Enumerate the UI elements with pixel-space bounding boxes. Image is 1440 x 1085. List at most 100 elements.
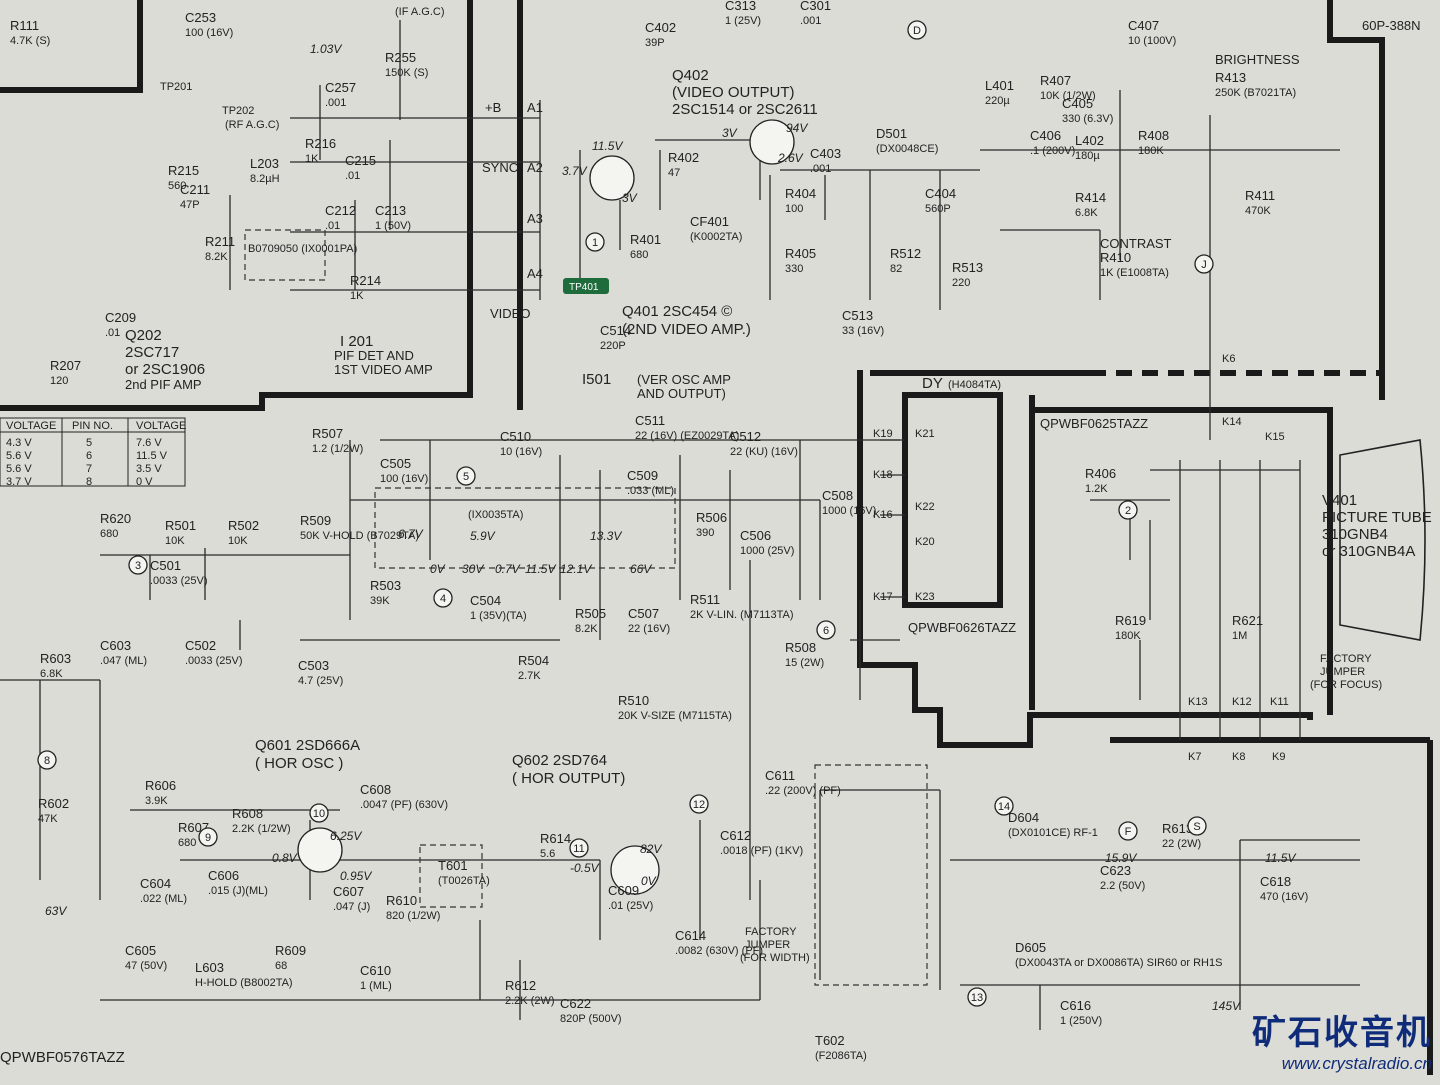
component-ref-35: R414 (1075, 190, 1106, 205)
component-value-24: 330 (785, 263, 803, 275)
component-value-38: 250K (B7021TA) (1215, 87, 1296, 99)
component-value-93: (DX0043TA or DX0086TA) SIR60 or RH1S (1015, 957, 1222, 969)
component-ref-25: D501 (876, 126, 907, 141)
component-value-94: 1 (250V) (1060, 1015, 1102, 1027)
watermark-title: 矿石收音机 (1252, 1005, 1432, 1054)
q402-line-1: Q402 (672, 67, 709, 84)
component-value-89: (DX0101CE) RF-1 (1008, 827, 1098, 839)
component-ref-87: R508 (785, 640, 816, 655)
voltage-17: 0.8V (272, 851, 298, 865)
component-ref-92: C618 (1260, 874, 1291, 889)
component-value-17: 120 (50, 375, 68, 387)
component-value-80: .01 (25V) (608, 900, 653, 912)
connector-k-1: K18 (873, 469, 893, 481)
component-value-47: 390 (696, 527, 714, 539)
connector-k-3: K17 (873, 591, 893, 603)
table-cell-2-2: 3.5 V (136, 463, 162, 475)
component-ref-14: C213 (375, 203, 406, 218)
component-value-63: 4.7 (25V) (298, 675, 343, 687)
component-value-87: 15 (2W) (785, 657, 824, 669)
component-ref-65: C603 (100, 638, 131, 653)
q602-line-2: ( HOR OUTPUT) (512, 770, 625, 787)
voltage-22: 0V (641, 874, 657, 888)
board-labels: 60P-388N QPWBF0625TAZZ QPWBF0626TAZZ QPW… (0, 18, 1421, 1066)
component-value-37: 180K (1138, 145, 1164, 157)
connector-a-6: VIDEO (490, 306, 530, 321)
component-value-40: 1K (E1008TA) (1100, 267, 1169, 279)
component-ref-88: T602 (815, 1033, 845, 1048)
component-ref-34: L402 (1075, 133, 1104, 148)
waveform-point-10: 12 (693, 799, 705, 811)
voltage-14: 12.1V (560, 562, 592, 576)
voltage-18: 0.95V (340, 869, 372, 883)
width-jumper-3: (FOR WIDTH) (740, 952, 810, 964)
component-value-34: 180µ (1075, 150, 1100, 162)
voltage-4: 3V (722, 126, 738, 140)
q602-line-1: Q602 2SD764 (512, 752, 607, 769)
q402-line-2: (VIDEO OUTPUT) (672, 84, 795, 101)
table-cell-0-2: 7.6 V (136, 437, 162, 449)
q202-line-1: Q202 (125, 327, 162, 344)
voltage-23: 15.9V (1105, 851, 1137, 865)
component-ref-75: C605 (125, 943, 156, 958)
component-ref-22: C403 (810, 146, 841, 161)
component-ref-37: R408 (1138, 128, 1169, 143)
component-ref-67: R606 (145, 778, 176, 793)
component-ref-1: C313 (725, 0, 756, 13)
component-value-65: .047 (ML) (100, 655, 147, 667)
component-ref-30: L401 (985, 78, 1014, 93)
component-value-53: 1 (35V)(TA) (470, 610, 527, 622)
component-value-71: .022 (ML) (140, 893, 187, 905)
component-ref-71: C604 (140, 876, 171, 891)
focus-jumper-2: JUMPER (1320, 666, 1365, 678)
component-value-43: 10 (16V) (500, 446, 542, 458)
connector-k-10: K15 (1265, 431, 1285, 443)
component-value-4: 4.7K (S) (10, 35, 50, 47)
component-ref-72: C606 (208, 868, 239, 883)
component-value-78: (T0026TA) (438, 875, 490, 887)
component-ref-89: D604 (1008, 810, 1039, 825)
component-ref-85: R612 (505, 978, 536, 993)
contrast-label: CONTRAST (1100, 236, 1172, 251)
q202-line-2: 2SC717 (125, 344, 179, 361)
waveform-point-8: 10 (313, 808, 325, 820)
voltage-0: 11.5V (592, 139, 623, 153)
voltage-8: 5.9V (470, 529, 496, 543)
table-cell-0-1: 5 (86, 437, 92, 449)
component-value-28: 220 (952, 277, 970, 289)
i501-part-label: (IX0035TA) (468, 509, 523, 521)
if-agc-label: (IF A.G.C) (395, 6, 445, 18)
component-ref-59: R501 (165, 518, 196, 533)
component-ref-12: R211 (205, 234, 235, 249)
connector-k-11: K13 (1188, 696, 1208, 708)
component-ref-4: R111 (10, 18, 39, 33)
component-ref-64: R603 (40, 651, 71, 666)
component-value-88: (F2086TA) (815, 1050, 867, 1062)
waveform-point-12: 14 (998, 801, 1010, 813)
connector-k-5: K22 (915, 501, 935, 513)
component-value-1: 1 (25V) (725, 15, 761, 27)
voltage-15: 66V (630, 562, 652, 576)
component-value-81: .0018 (PF) (1KV) (720, 845, 803, 857)
component-ref-36: C407 (1128, 18, 1159, 33)
component-ref-9: L203 (250, 156, 279, 171)
component-value-12: 8.2K (205, 251, 228, 263)
table-cell-2-1: 7 (86, 463, 92, 475)
q601-line-1: Q601 2SD666A (255, 737, 360, 754)
voltage-5: 2.6V (777, 151, 804, 165)
component-value-0: 39P (645, 37, 665, 49)
component-value-19: (K0002TA) (690, 231, 742, 243)
component-ref-42: C505 (380, 456, 411, 471)
component-value-48: 1000 (25V) (740, 545, 794, 557)
component-value-32: 330 (6.3V) (1062, 113, 1113, 125)
table-cell-0-0: 4.3 V (6, 437, 32, 449)
component-ref-19: CF401 (690, 214, 729, 229)
connector-k-15: K8 (1232, 751, 1245, 763)
component-ref-54: R505 (575, 606, 606, 621)
component-ref-16: C209 (105, 310, 136, 325)
component-value-35: 6.8K (1075, 207, 1098, 219)
waveform-point-4: 5 (463, 471, 469, 483)
component-ref-27: R512 (890, 246, 921, 261)
